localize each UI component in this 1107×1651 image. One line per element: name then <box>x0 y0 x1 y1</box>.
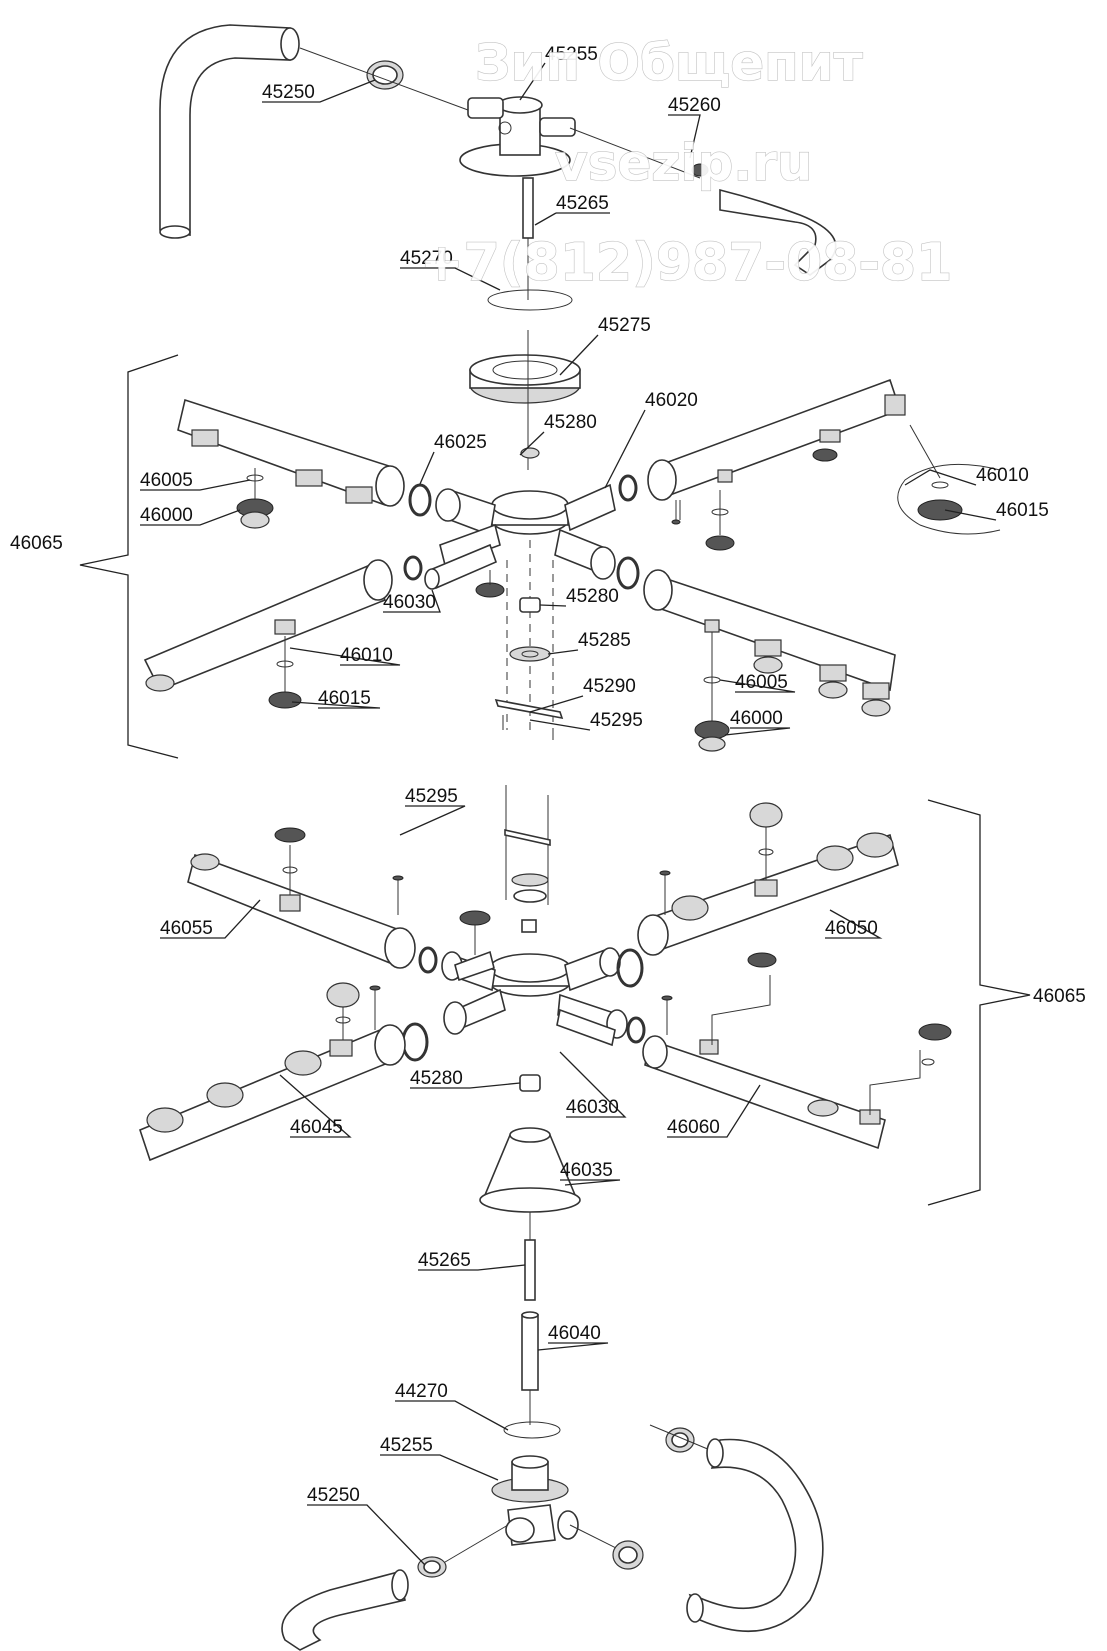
label-45250: 45250 <box>262 82 315 103</box>
part-labels: 45250 45255 45260 45265 45270 45275 4602… <box>10 44 1086 1506</box>
watermark-phone: +7(812)987-08-81 <box>420 233 952 293</box>
label-46045: 46045 <box>290 1117 343 1138</box>
label-45280: 45280 <box>410 1068 463 1089</box>
label-45260: 45260 <box>668 95 721 116</box>
label-46015: 46015 <box>996 500 1049 521</box>
label-46025: 46025 <box>434 432 487 453</box>
watermark: Зип Общепит vsezip.ru +7(812)987-08-81 <box>419 33 952 293</box>
label-46035: 46035 <box>560 1160 613 1181</box>
label-45295: 45295 <box>405 786 458 807</box>
watermark-brand: Зип Общепит <box>475 34 863 92</box>
label-45285: 45285 <box>578 630 631 651</box>
label-46000: 46000 <box>140 505 193 526</box>
label-45295: 45295 <box>590 710 643 731</box>
label-45275: 45275 <box>598 315 651 336</box>
label-46020: 46020 <box>645 390 698 411</box>
label-46030: 46030 <box>383 592 436 613</box>
label-45265: 45265 <box>556 193 609 214</box>
label-45255: 45255 <box>545 44 598 65</box>
label-45270: 45270 <box>400 248 453 269</box>
label-46065: 46065 <box>1033 986 1086 1007</box>
label-46005: 46005 <box>140 470 193 491</box>
label-46060: 46060 <box>667 1117 720 1138</box>
label-45290: 45290 <box>583 676 636 697</box>
bottom-inlet-assembly <box>281 1127 824 1651</box>
label-46065: 46065 <box>10 533 63 554</box>
label-45280: 45280 <box>544 412 597 433</box>
label-44270: 44270 <box>395 1381 448 1402</box>
label-46030: 46030 <box>566 1097 619 1118</box>
label-45255: 45255 <box>380 1435 433 1456</box>
leader-lines <box>140 62 997 1566</box>
lower-spray-arm-assembly <box>139 785 1031 1206</box>
top-hose-assembly <box>159 24 837 470</box>
label-46010: 46010 <box>976 465 1029 486</box>
label-46015: 46015 <box>318 688 371 709</box>
label-46010: 46010 <box>340 645 393 666</box>
label-46055: 46055 <box>160 918 213 939</box>
label-46000: 46000 <box>730 708 783 729</box>
label-45250: 45250 <box>307 1485 360 1506</box>
label-45280: 45280 <box>566 586 619 607</box>
label-46005: 46005 <box>735 672 788 693</box>
upper-spray-arm-assembly <box>79 354 1001 759</box>
watermark-site: vsezip.ru <box>555 134 813 192</box>
label-46040: 46040 <box>548 1323 601 1344</box>
label-46050: 46050 <box>825 918 878 939</box>
label-45265: 45265 <box>418 1250 471 1271</box>
